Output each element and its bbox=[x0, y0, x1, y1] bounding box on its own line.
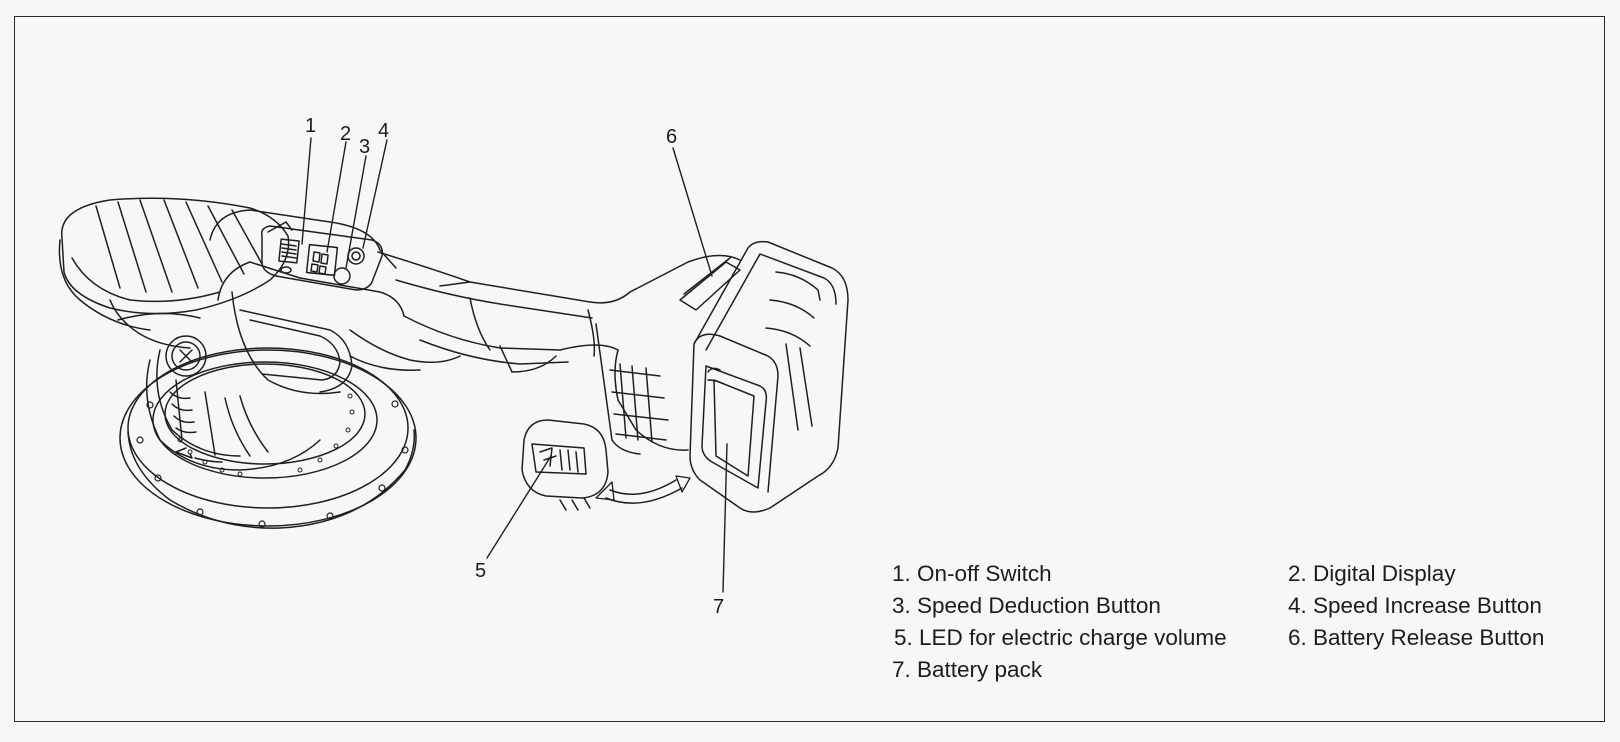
battery-pack bbox=[689, 240, 849, 513]
callout-4: 4 bbox=[378, 120, 389, 142]
battery-release-button-icon bbox=[679, 261, 741, 311]
digital-display-icon bbox=[305, 243, 339, 277]
control-panel bbox=[260, 221, 384, 291]
front-grip bbox=[58, 197, 290, 349]
callout-1: 1 bbox=[305, 115, 316, 137]
speed-increase-button-icon bbox=[347, 247, 365, 265]
legend-item-6: 6. Battery Release Button bbox=[1288, 625, 1545, 650]
legend-item-2: 2. Digital Display bbox=[1288, 561, 1456, 586]
gear-housing bbox=[145, 335, 321, 471]
legend-item-1: 1. On-off Switch bbox=[892, 561, 1052, 586]
diagram-frame bbox=[14, 16, 1605, 722]
legend-left-column: 1. On-off Switch 3. Speed Deduction Butt… bbox=[892, 558, 1227, 686]
callout-numbers: 1 2 3 4 5 6 7 bbox=[305, 115, 724, 618]
legend-right-column: 2. Digital Display 4. Speed Increase But… bbox=[1288, 558, 1544, 654]
swap-arrow-icon bbox=[595, 475, 691, 504]
on-off-switch-icon bbox=[278, 238, 300, 274]
callout-2: 2 bbox=[340, 123, 351, 145]
battery-mount bbox=[595, 254, 741, 455]
leader-lines bbox=[301, 137, 728, 593]
callout-6: 6 bbox=[666, 126, 677, 148]
speed-deduction-button-icon bbox=[333, 267, 351, 285]
callout-7: 7 bbox=[713, 596, 724, 618]
backing-pad bbox=[119, 347, 417, 529]
battery-led-detail bbox=[521, 419, 609, 511]
handle bbox=[377, 251, 631, 373]
legend-item-3: 3. Speed Deduction Button bbox=[892, 593, 1161, 618]
legend-item-4: 4. Speed Increase Button bbox=[1288, 593, 1542, 618]
callout-5: 5 bbox=[475, 560, 486, 582]
callout-3: 3 bbox=[359, 136, 370, 158]
legend-item-7: 7. Battery pack bbox=[892, 657, 1043, 682]
legend-item-5: 5. LED for electric charge volume bbox=[894, 625, 1227, 650]
